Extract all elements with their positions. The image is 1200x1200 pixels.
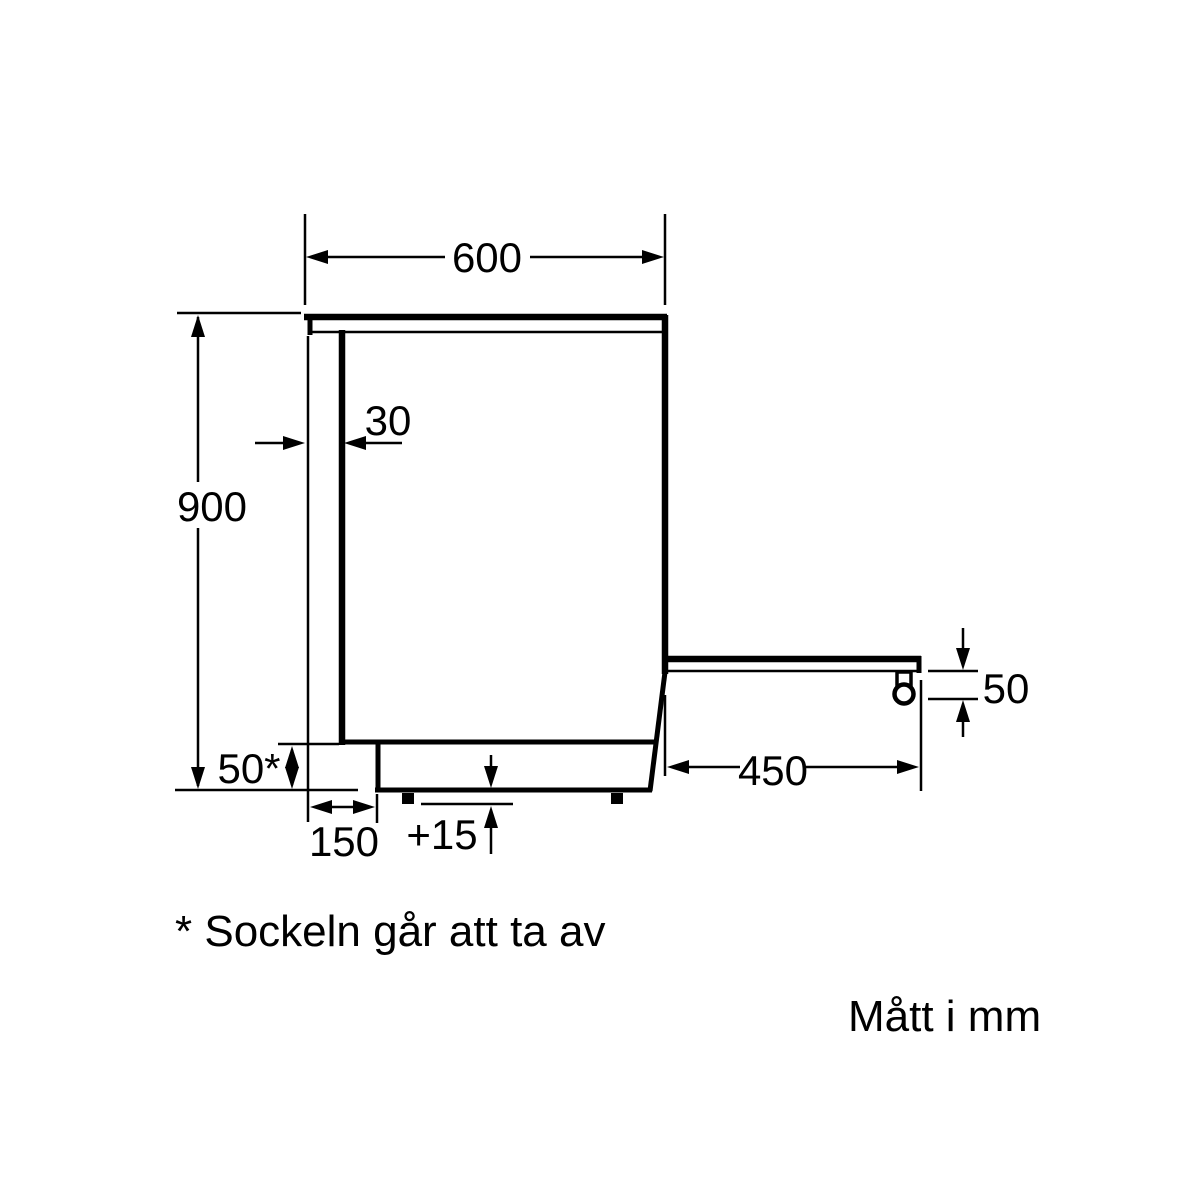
arrowhead-down-icon xyxy=(191,767,205,789)
footnote-text: * Sockeln går att ta av xyxy=(175,907,605,956)
appliance-outline xyxy=(304,313,922,804)
arrowhead-up-icon xyxy=(285,746,299,768)
dimension-width-600: 600 xyxy=(303,214,667,305)
dim-label-plus15: +15 xyxy=(406,811,477,858)
dim-label-50-star: 50* xyxy=(217,745,280,792)
appliance-body xyxy=(338,315,669,792)
dimension-plinth-50: 50* xyxy=(217,742,339,792)
arrowhead-left-icon xyxy=(306,250,328,264)
arrowhead-left-icon xyxy=(344,436,366,450)
arrowhead-up-icon xyxy=(191,315,205,337)
arrowhead-down-icon xyxy=(484,766,498,788)
dim-label-600: 600 xyxy=(452,234,522,281)
dimension-feet-adjust-15: +15 xyxy=(406,755,513,858)
arrowhead-right-icon xyxy=(353,800,375,814)
plinth xyxy=(375,744,652,793)
arrowhead-left-icon xyxy=(667,760,689,774)
dimension-door-450: 450 xyxy=(663,680,923,794)
arrowhead-down-icon xyxy=(285,767,299,789)
door-handle-icon xyxy=(892,670,916,706)
dim-label-30: 30 xyxy=(365,397,412,444)
oven-door-open xyxy=(662,655,922,706)
dim-label-150: 150 xyxy=(309,818,379,865)
arrowhead-down-icon xyxy=(956,648,970,670)
adjustable-feet xyxy=(402,793,623,804)
dim-label-450: 450 xyxy=(738,747,808,794)
worktop-outline xyxy=(304,313,667,335)
foot-left xyxy=(402,793,414,804)
handle-knob xyxy=(892,682,916,706)
units-note-text: Mått i mm xyxy=(848,992,1041,1041)
arrowhead-right-icon xyxy=(283,436,305,450)
dimension-height-900: 900 xyxy=(174,311,358,792)
front-slant-edge xyxy=(647,671,668,792)
arrowhead-up-icon xyxy=(484,806,498,828)
label-backplate xyxy=(174,482,250,528)
dimension-clearance-50: 50 xyxy=(928,628,1029,737)
arrowhead-up-icon xyxy=(956,700,970,722)
dim-label-50: 50 xyxy=(983,665,1030,712)
dim-label-900: 900 xyxy=(177,483,247,530)
foot-right xyxy=(611,793,623,804)
arrowhead-right-icon xyxy=(642,250,664,264)
arrowhead-right-icon xyxy=(897,760,919,774)
arrowhead-left-icon xyxy=(310,800,332,814)
dimension-overhang-30: 30 xyxy=(255,336,411,822)
dimension-recess-150: 150 xyxy=(309,794,379,865)
